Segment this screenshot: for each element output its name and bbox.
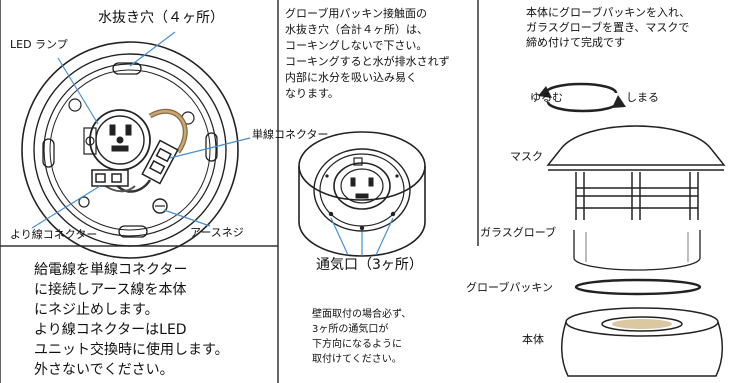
base-top-view (21, 41, 239, 259)
mask-label: マスク (510, 150, 543, 163)
drain-holes-label: 水抜き穴（４ヶ所） (98, 10, 224, 26)
stranded-wire-connector-shape (91, 169, 129, 187)
packing-note: グローブ用パッキン接触面の 水抜き穴（合計４ヶ所）は、 コーキングしないで下さい… (285, 7, 450, 100)
vents-label: 通気口（3ヶ所） (316, 257, 423, 273)
wiring-note: 給電線を単線コネクター に接続しアース線を本体 にネジ止めします。 より線コネク… (34, 262, 229, 378)
led-lamp-label: LED ランプ (10, 38, 68, 51)
body-label: 本体 (522, 333, 544, 346)
mask-shape (546, 125, 726, 220)
body-shape (561, 307, 723, 377)
vent-view (298, 131, 426, 257)
globe-packing-label: グローブパッキン (466, 281, 554, 294)
packing-shape (574, 278, 702, 296)
glass-globe-shape (573, 230, 701, 271)
single-wire-connector-shape (141, 139, 179, 185)
assembly-note: 本体にグローブパッキンを入れ、 ガラスグローブを置き、マスクで 締め付けて完成で… (526, 6, 691, 49)
single-wire-connector-label: 単線コネクター (252, 128, 329, 141)
tighten-label: しまる (626, 91, 659, 104)
earth-screw-label: アースネジ (190, 226, 244, 239)
stranded-wire-connector-label: より線コネクター (10, 228, 98, 241)
loosen-label: ゆるむ (530, 91, 563, 104)
glass-globe-label: ガラスグローブ (480, 226, 557, 239)
wall-mount-note: 壁面取付の場合必ず、 3ヶ所の通気口が 下方向になるように 取付けてください。 (312, 309, 412, 365)
